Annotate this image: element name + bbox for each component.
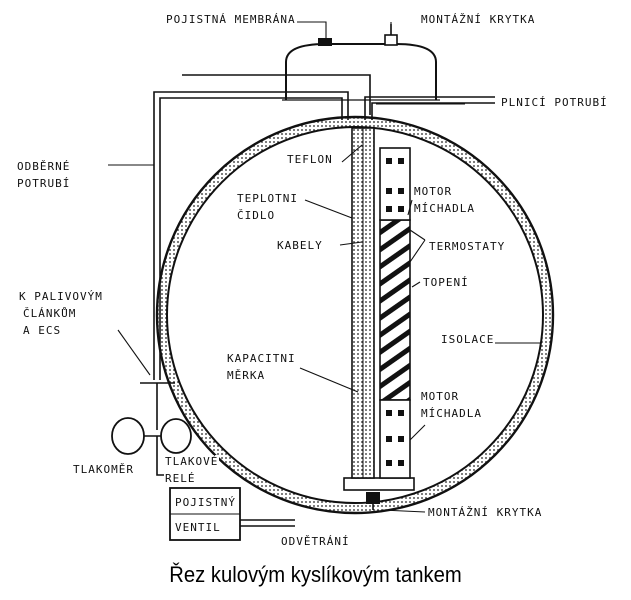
label-ventil: VENTIL	[174, 521, 222, 534]
heater-coil-column	[379, 219, 411, 401]
label-tlakove: TLAKOVÉ	[164, 455, 220, 468]
label-clankum: ČLÁNKŮM	[22, 307, 78, 320]
label-montazni-krytka-bottom: MONTÁŽNÍ KRYTKA	[427, 506, 544, 519]
label-a-ecs: A ECS	[22, 324, 63, 337]
label-isolace: ISOLACE	[440, 333, 496, 346]
label-montazni-krytka-top: MONTÁŽNÍ KRYTKA	[420, 13, 537, 26]
label-pojistny: POJISTNÝ	[174, 496, 237, 509]
label-kapacitni: KAPACITNI	[226, 352, 297, 365]
label-termostaty: TERMOSTATY	[428, 240, 507, 253]
figure-caption: Řez kulovým kyslíkovým tankem	[169, 562, 462, 587]
upper-stirrer-motor	[379, 147, 411, 221]
label-michadla-upper: MÍCHADLA	[413, 202, 476, 215]
rupture-membrane-fitting	[318, 38, 332, 46]
label-odberne: ODBĚRNÉ	[16, 160, 72, 173]
label-topeni: TOPENÍ	[422, 276, 470, 289]
label-odvetrani: ODVĚTRÁNÍ	[280, 535, 351, 548]
label-rele: RELÉ	[164, 472, 197, 485]
label-kabely: KABELY	[276, 239, 324, 252]
label-cidlo: ČIDLO	[236, 209, 277, 222]
label-michadla-lower: MÍCHADLA	[420, 407, 483, 420]
label-teflon: TEFLON	[286, 153, 334, 166]
top-dome-housing	[282, 43, 440, 101]
pressure-gauge	[111, 417, 192, 455]
label-k-palivovym: K PALIVOVÝM	[18, 290, 104, 303]
lower-stirrer-motor	[379, 399, 411, 479]
bottom-service-cap	[343, 477, 415, 504]
label-plnici-potrubi: PLNICÍ POTRUBÍ	[500, 96, 609, 109]
label-motor-upper: MOTOR	[413, 185, 454, 198]
label-merka: MĚRKA	[226, 369, 267, 382]
label-motor-lower: MOTOR	[420, 390, 461, 403]
label-teplotni: TEPLOTNI	[236, 192, 299, 205]
label-tlakomer: TLAKOMĚR	[72, 463, 135, 476]
label-pojistna-membrana: POJISTNÁ MEMBRÁNA	[165, 13, 297, 26]
capacitance-gauge-column	[351, 127, 375, 479]
label-potrubi: POTRUBÍ	[16, 177, 72, 190]
